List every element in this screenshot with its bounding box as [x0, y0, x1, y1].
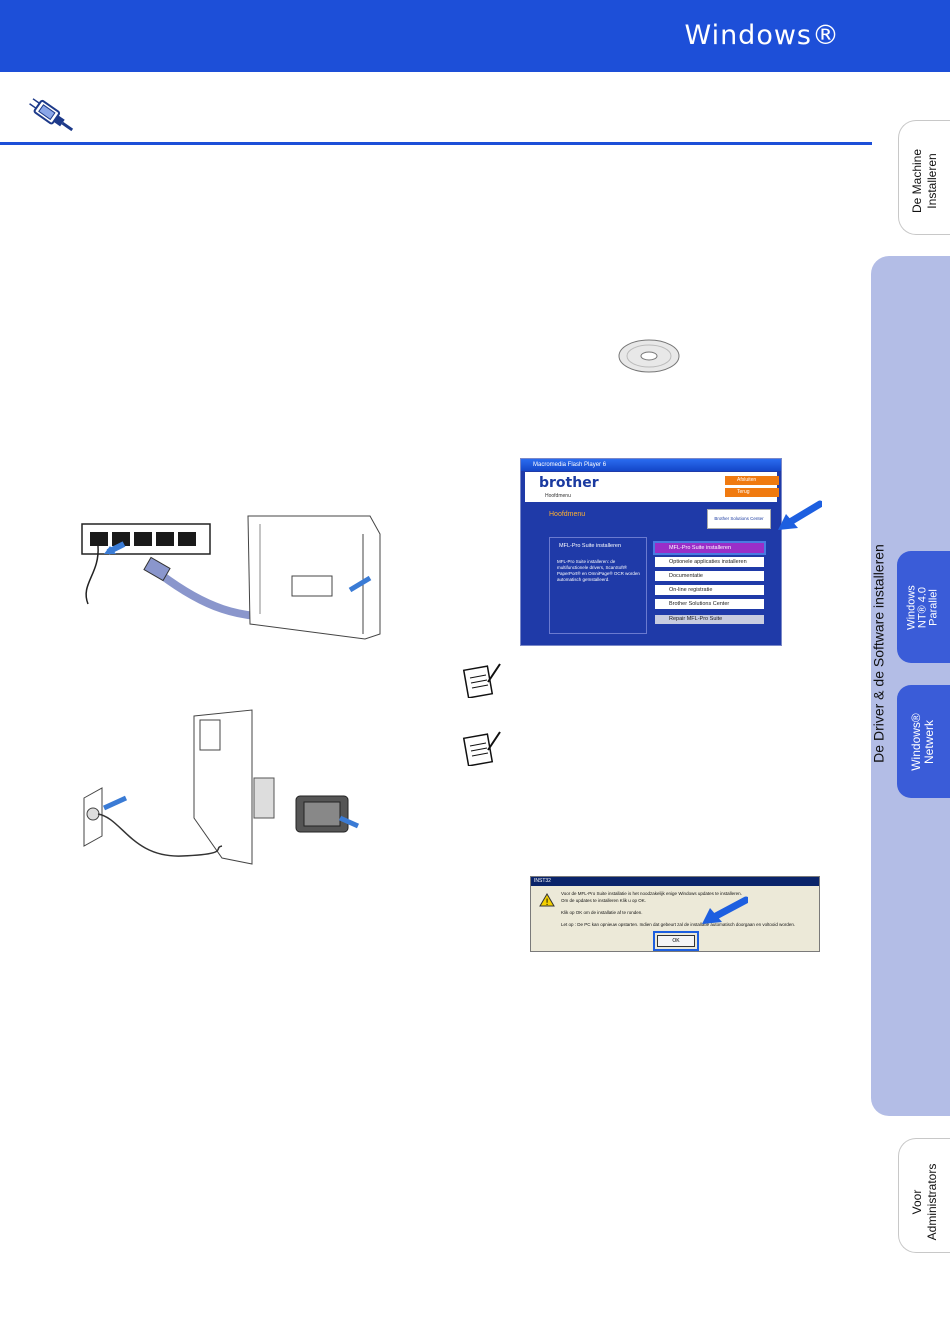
tab-windows-nt-parallel[interactable]: Windows NT® 4.0 Parallel	[897, 551, 950, 663]
menu-item-online-registration[interactable]: On-line registratie	[655, 585, 764, 595]
network-cable-illustration	[81, 515, 381, 640]
menu-heading: Hoofdmenu	[549, 511, 586, 518]
tab-voor-administrators[interactable]: Voor Administrators	[898, 1138, 950, 1253]
note-icon	[462, 663, 501, 698]
dialog-line: Klik op OK om de installatie af te ronde…	[561, 910, 643, 915]
dialog-title: INST32	[531, 877, 819, 886]
tab-label: De Machine Installeren	[910, 148, 939, 214]
tab-label: Voor Administrators	[910, 1163, 939, 1241]
installer-window: Macromedia Flash Player 6 brother Hoofdm…	[520, 458, 782, 646]
header-bar: Windows®	[0, 0, 950, 72]
back-button[interactable]: Terug	[725, 488, 779, 497]
update-dialog: INST32 ! Voor de MFL-Pro Suite installat…	[530, 876, 820, 952]
window-title: Macromedia Flash Player 6	[521, 459, 781, 471]
menu-item-repair[interactable]: Repair MFL-Pro Suite	[655, 615, 764, 624]
cd-rom-icon	[618, 339, 680, 373]
dialog-line: Let op : De PC kan opnieuw opstarten. In…	[561, 922, 796, 927]
note-icon	[462, 731, 501, 766]
usb-cable-icon	[29, 98, 74, 132]
pointer-arrow-icon	[778, 500, 822, 530]
warning-icon: !	[539, 893, 555, 907]
tab-de-machine-installeren[interactable]: De Machine Installeren	[898, 120, 950, 235]
brother-logo: brother	[539, 475, 599, 491]
svg-text:!: !	[545, 898, 549, 907]
info-panel	[549, 537, 647, 634]
header-rule	[0, 142, 872, 145]
dialog-line: Om de updates te installeren Klik u op O…	[561, 898, 647, 903]
solutions-center-badge: Brother Solutions Center	[707, 509, 771, 529]
power-cable-illustration	[83, 709, 360, 865]
menu-item-optional-apps[interactable]: Optionele applicaties installeren	[655, 557, 764, 567]
ok-button[interactable]: OK	[653, 931, 699, 951]
pointer-arrow-icon	[702, 896, 748, 924]
info-title: MFL-Pro Suite installeren	[559, 543, 622, 549]
tab-windows-netwerk[interactable]: Windows® Netwerk	[897, 685, 950, 798]
menu-item-solutions-center[interactable]: Brother Solutions Center	[655, 599, 764, 609]
exit-button[interactable]: Afsluiten	[725, 476, 779, 485]
subtab-label: Windows® Netwerk	[909, 713, 936, 771]
dialog-line: Voor de MFL-Pro Suite installatie is het…	[561, 891, 742, 896]
section-label: De Driver & de Software installeren	[870, 544, 887, 763]
breadcrumb: Hoofdmenu	[545, 493, 571, 499]
page-title: Windows®	[684, 20, 840, 51]
subtab-label: Windows NT® 4.0 Parallel	[905, 585, 940, 630]
menu-item-documentation[interactable]: Documentatie	[655, 571, 764, 581]
menu-item-install-mfl-pro[interactable]: MFL-Pro Suite installeren	[653, 541, 766, 555]
info-text: MFL-Pro Suite installeren: de multifunct…	[557, 559, 640, 582]
